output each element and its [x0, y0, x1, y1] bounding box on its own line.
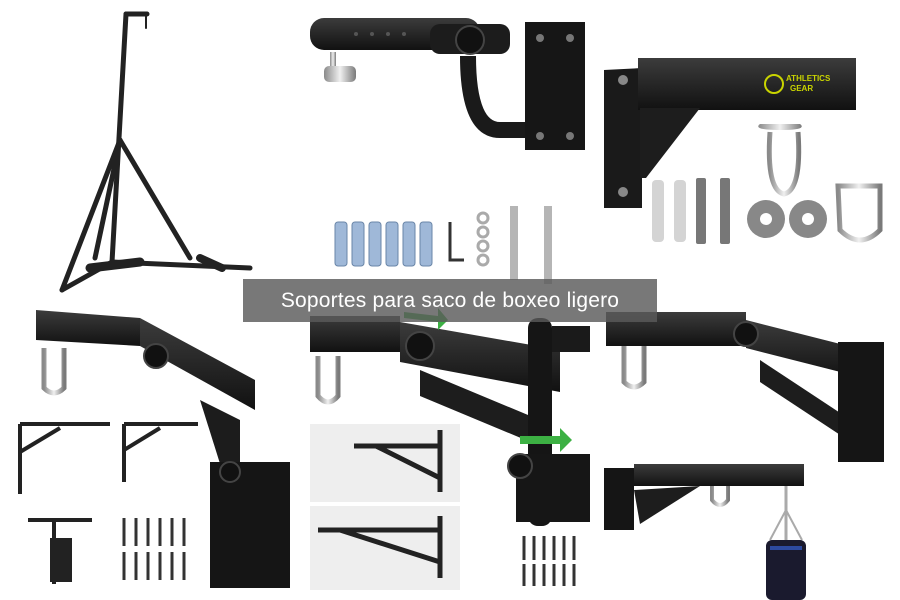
hardware-kit-image [334, 206, 552, 284]
adjustable-arm-mount-image [18, 310, 290, 588]
freestanding-stand-image [59, 11, 253, 293]
athletics-gear-mount-image: ATHLETICS GEAR [604, 58, 883, 244]
swivel-arm-mount-image [310, 308, 590, 590]
svg-text:GEAR: GEAR [790, 84, 813, 93]
brand-logo: ATHLETICS GEAR [764, 74, 831, 94]
collection-caption: Soportes para saco de boxeo ligero [243, 279, 657, 322]
wall-bracket-with-bag-image [604, 312, 884, 600]
swivel-pipe-mount-image [310, 18, 585, 150]
svg-text:ATHLETICS: ATHLETICS [786, 74, 831, 83]
